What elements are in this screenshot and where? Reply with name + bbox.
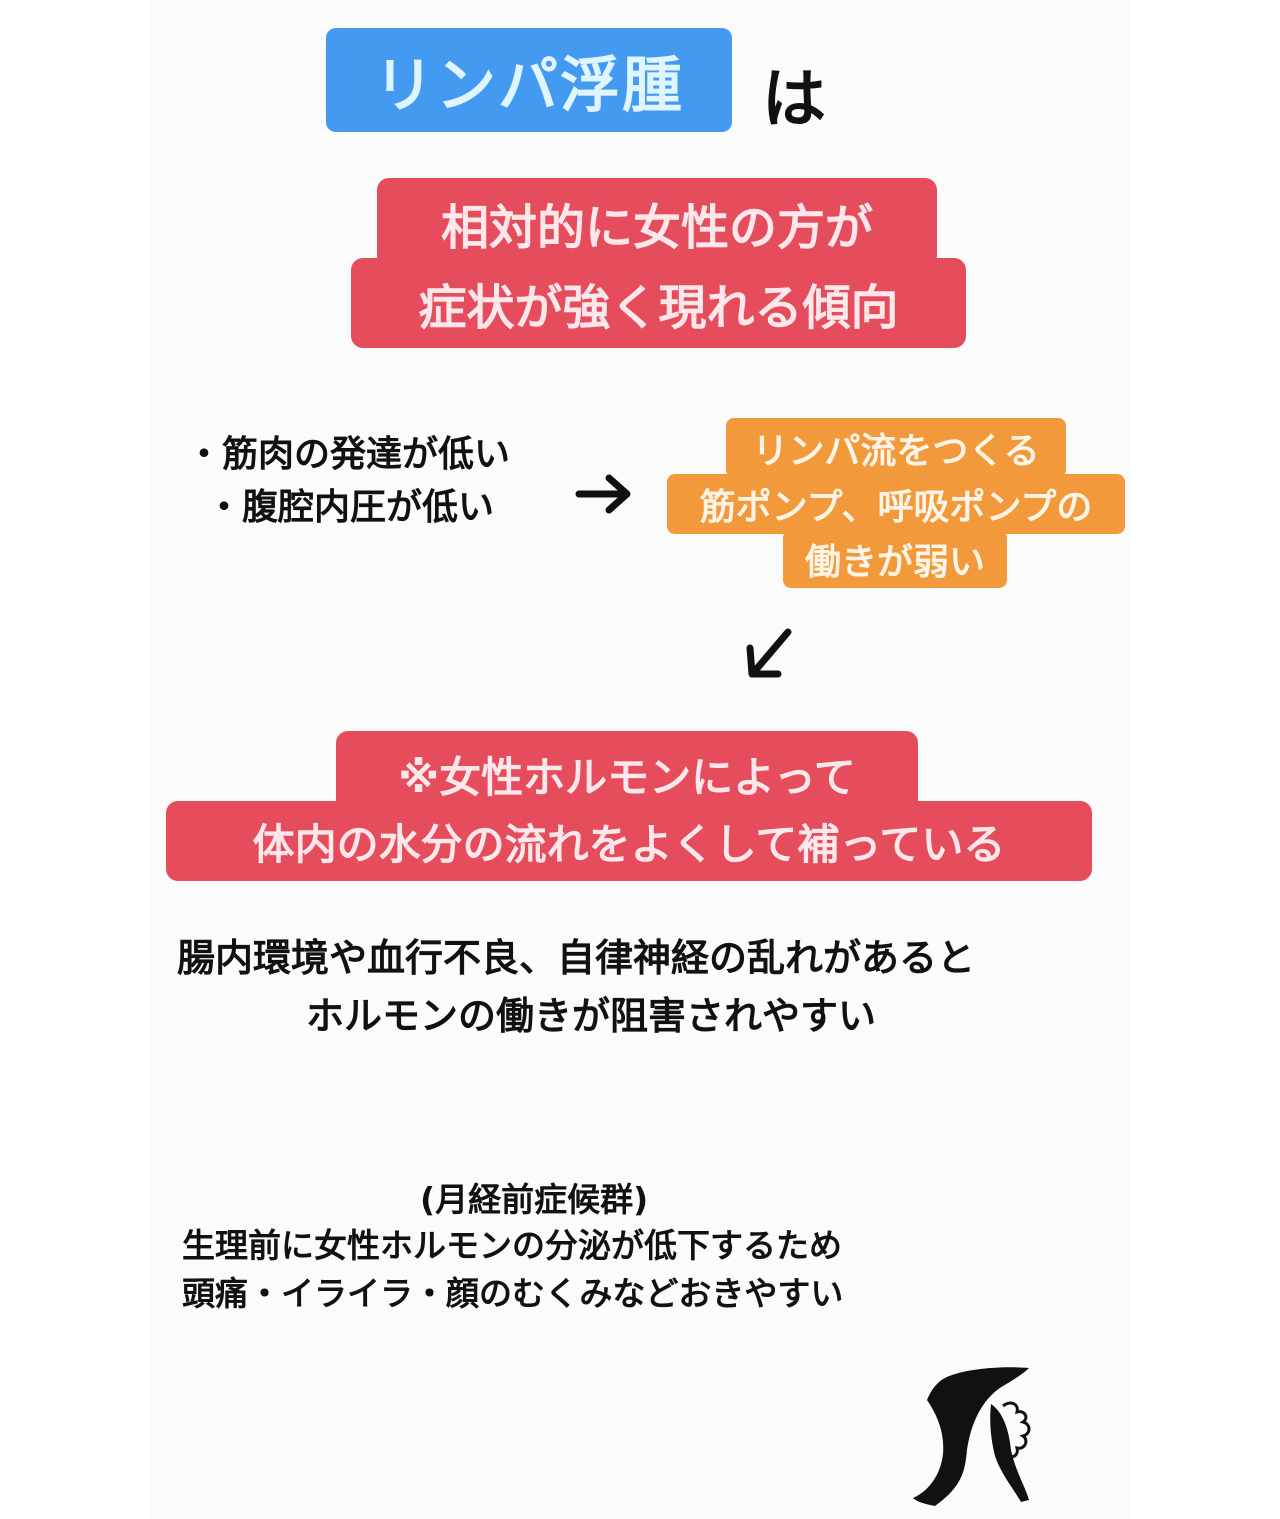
pms-line-2: 頭痛・イライラ・顔のむくみなどおきやすい xyxy=(182,1274,844,1313)
inhibit-line-1: 腸内環境や血行不良、自律神経の乱れがあると xyxy=(177,936,976,980)
pms-line-1: 生理前に女性ホルモンの分泌が低下するため xyxy=(182,1226,842,1265)
inhibit-line-2: ホルモンの働きが阻害されやすい xyxy=(306,994,877,1038)
result-line-2: 筋ポンプ、呼吸ポンプの xyxy=(667,474,1125,534)
legs-logo-icon xyxy=(913,1367,1031,1506)
hormone-line-2: 体内の水分の流れをよくして補っている xyxy=(166,801,1092,881)
arrow-down-left-icon xyxy=(746,628,792,678)
result-line-1: リンパ流をつくる xyxy=(726,418,1066,478)
title-suffix: は xyxy=(762,63,826,137)
cause-item-muscle: ・筋肉の発達が低い xyxy=(186,434,511,475)
result-line-3: 働きが弱い xyxy=(783,530,1007,588)
title-highlight-badge: リンパ浮腫 xyxy=(326,28,732,132)
pms-heading: (月経前症候群) xyxy=(420,1180,649,1219)
headline-line-2: 症状が強く現れる傾向 xyxy=(351,258,966,348)
cause-item-abdominal-pressure: ・腹腔内圧が低い xyxy=(206,487,495,528)
arrow-right-icon xyxy=(575,474,631,514)
headline-line-1: 相対的に女性の方が xyxy=(377,178,937,268)
